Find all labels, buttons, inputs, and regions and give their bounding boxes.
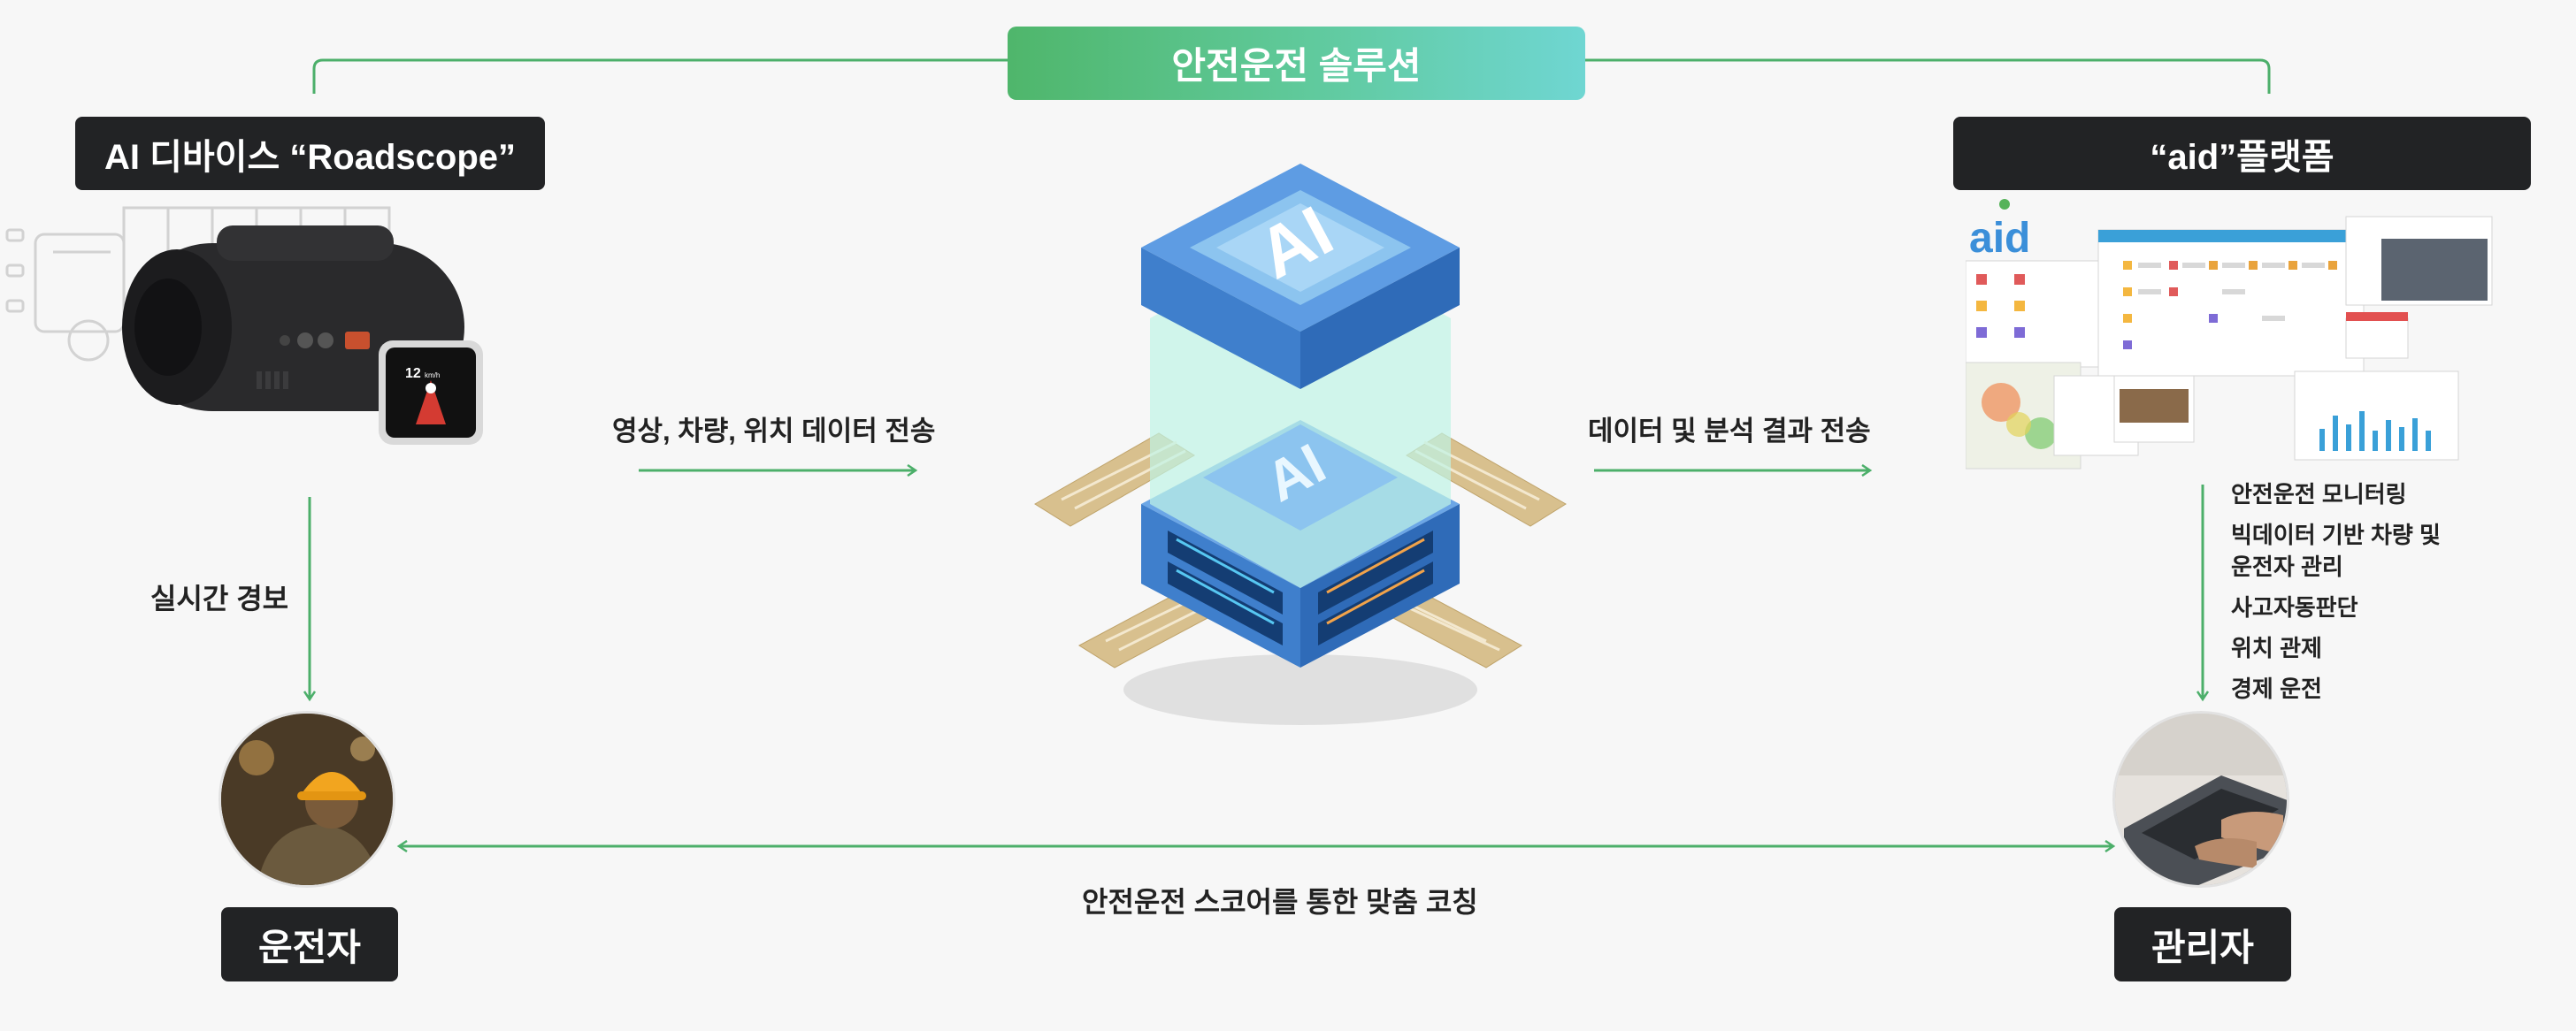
coaching-text: 안전운전 스코어를 통한 맞춤 코칭 bbox=[1082, 886, 1478, 918]
aid-platform-screens-image: aid bbox=[1966, 199, 2493, 470]
screen-speed: 12 bbox=[405, 366, 421, 381]
platform-feature-list: 안전운전 모니터링 빅데이터 기반 차량 및 운전자 관리 사고자동판단 위치 … bbox=[2231, 474, 2441, 709]
driver-avatar bbox=[218, 711, 395, 888]
feature-item-line: 운전자 관리 bbox=[2231, 554, 2343, 580]
alert-text: 실시간 경보 bbox=[150, 583, 289, 615]
top-bracket-right bbox=[1585, 58, 2271, 94]
device-label: AI 디바이스 “Roadscope” bbox=[75, 117, 545, 190]
roadscope-device-image: 12 km/h bbox=[5, 206, 483, 445]
feature-item: 안전운전 모니터링 bbox=[2231, 481, 2407, 508]
feature-item-line: 빅데이터 기반 차량 및 bbox=[2231, 522, 2441, 548]
platform-label: “aid”플랫폼 bbox=[1953, 117, 2531, 190]
screen-unit: km/h bbox=[425, 371, 440, 379]
ai-chip-image: AI AI bbox=[1034, 164, 1567, 725]
aid-logo: aid bbox=[1969, 215, 2030, 262]
admin-label: 관리자 bbox=[2114, 907, 2291, 981]
feature-item: 사고자동판단 bbox=[2231, 594, 2358, 621]
admin-avatar bbox=[2112, 711, 2289, 888]
feature-item: 위치 관제 bbox=[2231, 635, 2322, 661]
feature-item: 빅데이터 기반 차량 및 운전자 관리 bbox=[2231, 515, 2441, 587]
feature-item: 경제 운전 bbox=[2231, 676, 2322, 702]
solution-title: 안전운전 솔루션 bbox=[1008, 27, 1585, 100]
driver-label: 운전자 bbox=[221, 907, 398, 981]
top-bracket-left bbox=[312, 58, 1008, 94]
flow-to-center-text: 영상, 차량, 위치 데이터 전송 bbox=[612, 416, 936, 447]
flow-from-center-text: 데이터 및 분석 결과 전송 bbox=[1588, 416, 1871, 447]
